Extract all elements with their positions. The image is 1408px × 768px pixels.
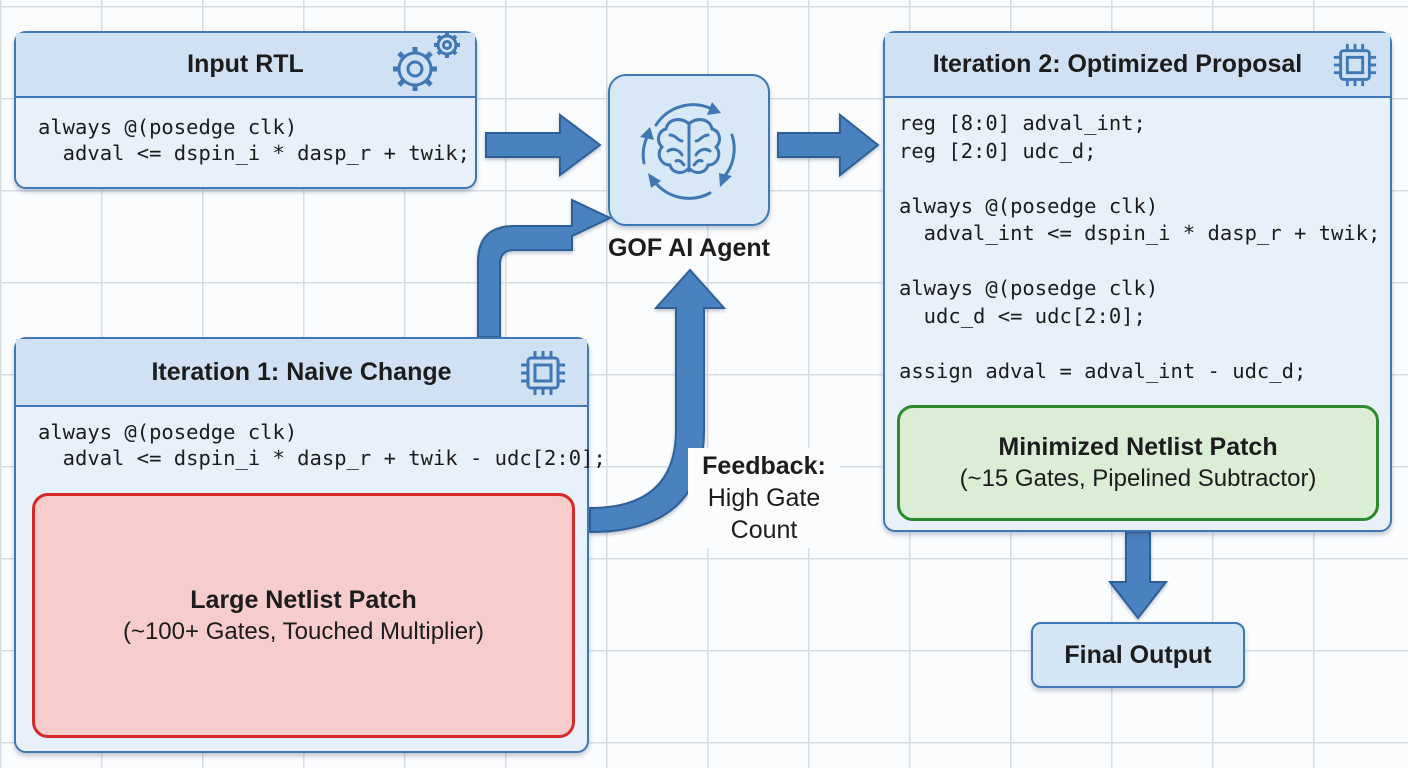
arrow-iteration2-to-final <box>1107 531 1169 620</box>
feedback-line2: Count <box>730 516 798 544</box>
large-patch-subtitle: (~100+ Gates, Touched Multiplier) <box>122 617 485 645</box>
iteration2-header: Iteration 2: Optimized Proposal <box>885 33 1390 98</box>
iteration2-box: Iteration 2: Optimized Proposal reg [8:0… <box>883 31 1392 532</box>
minimized-patch-title: Minimized Netlist Patch <box>998 433 1278 461</box>
gof-ai-agent-box <box>608 74 770 226</box>
iteration1-title: Iteration 1: Naive Change <box>151 357 452 386</box>
input-rtl-box: Input RTL a <box>14 31 477 189</box>
feedback-label: Feedback: High Gate Count <box>688 448 840 548</box>
arrow-agent-to-iteration2 <box>777 112 880 178</box>
final-output-box: Final Output <box>1031 622 1245 688</box>
iteration2-code: reg [8:0] adval_int; reg [2:0] udc_d; al… <box>899 111 1381 383</box>
arrow-iteration1-to-agent <box>477 198 613 338</box>
chip-icon <box>1333 43 1377 87</box>
iteration2-title: Iteration 2: Optimized Proposal <box>932 50 1303 78</box>
input-rtl-header: Input RTL <box>16 32 475 98</box>
minimized-netlist-patch: Minimized Netlist Patch (~15 Gates, Pipe… <box>897 405 1379 521</box>
gears-icon <box>393 32 460 91</box>
large-patch-title: Large Netlist Patch <box>190 585 417 614</box>
minimized-patch-subtitle: (~15 Gates, Pipelined Subtractor) <box>959 465 1317 492</box>
arrow-input-to-agent <box>485 113 602 177</box>
iteration1-header: Iteration 1: Naive Change <box>16 339 587 407</box>
chip-icon <box>521 351 565 395</box>
input-rtl-title: Input RTL <box>187 50 304 78</box>
gof-ai-agent-label: GOF AI Agent <box>607 234 771 262</box>
brain-cycle-icon <box>640 102 736 200</box>
input-rtl-code: always @(posedge clk) adval <= dspin_i *… <box>38 115 470 165</box>
large-netlist-patch: Large Netlist Patch (~100+ Gates, Touche… <box>32 493 575 738</box>
feedback-title: Feedback: <box>702 452 826 480</box>
iteration1-box: Iteration 1: Naive Change always @(posed… <box>14 337 606 753</box>
feedback-line1: High Gate <box>707 484 821 512</box>
iteration1-code: always @(posedge clk) adval <= dspin_i *… <box>38 420 606 470</box>
final-output-label: Final Output <box>1064 640 1212 669</box>
